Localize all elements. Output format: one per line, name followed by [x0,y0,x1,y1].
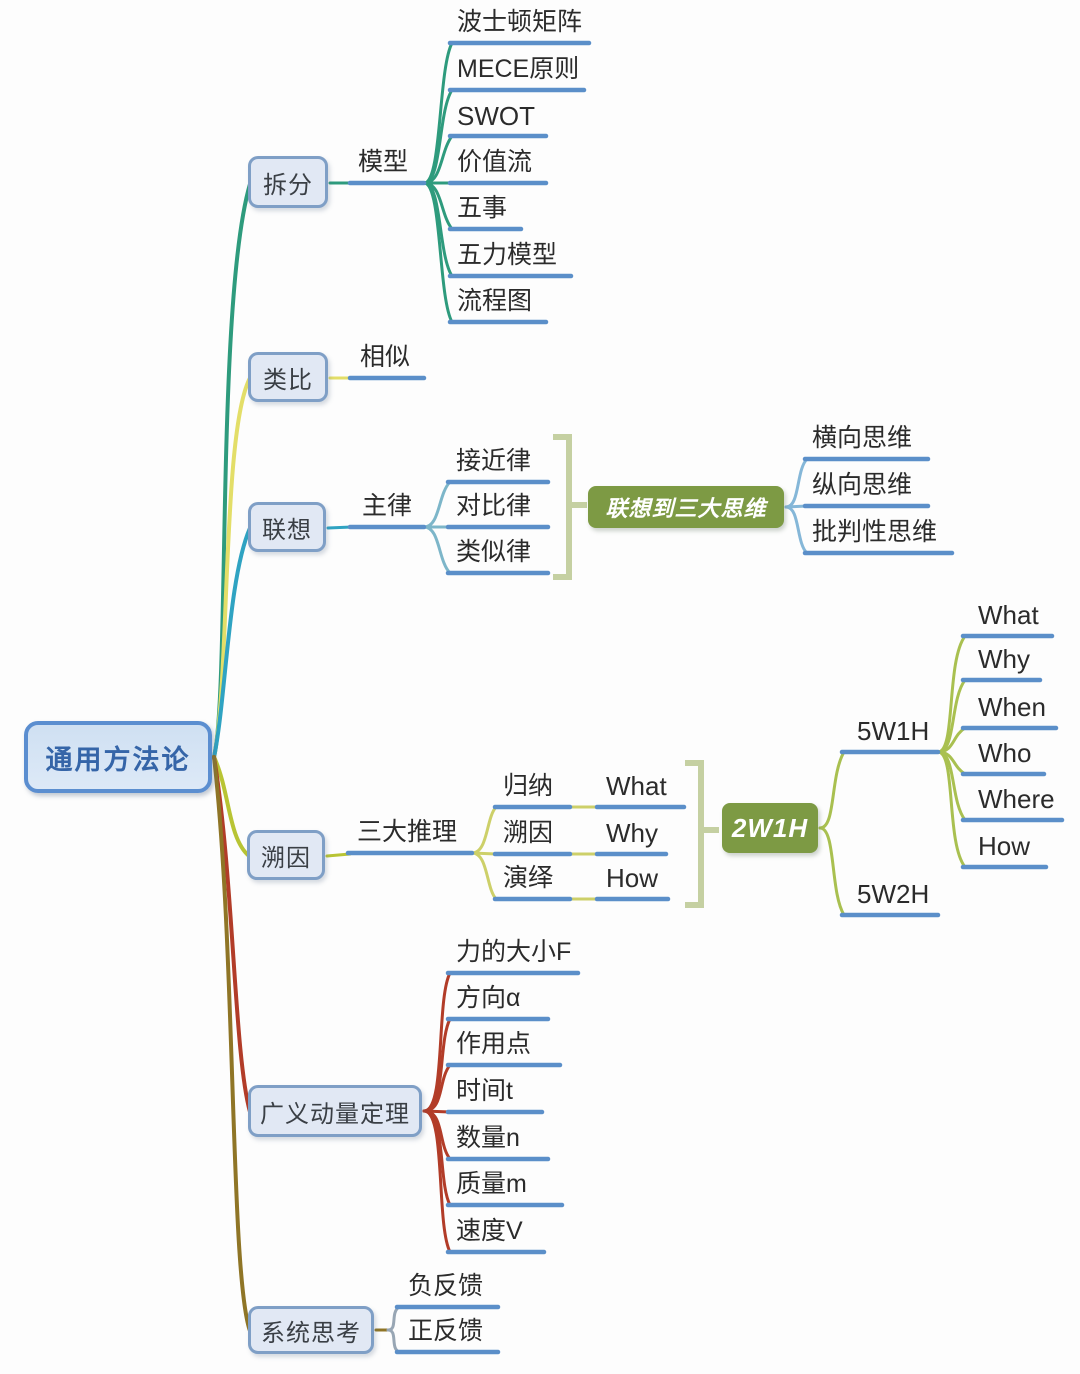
leaf-quantity[interactable]: 数量n [456,1124,520,1152]
leaf-deduction-how[interactable]: How [606,863,659,893]
leaf-5w1h-who[interactable]: Who [978,738,1032,768]
leaf-law-similarity[interactable]: 类似律 [456,538,532,566]
leaf-five-forces[interactable]: 五力模型 [457,241,558,269]
leaf-deduction[interactable]: 演绎 [503,864,554,892]
branch-split-edges [212,41,454,759]
callout-2w1h[interactable]: 2W1H [722,803,818,853]
branch-abduction-edges [212,755,352,858]
leaf-critical-thinking[interactable]: 批判性思维 [812,518,938,546]
leaf-five-matters[interactable]: 五事 [457,194,508,222]
association-fan-edges [422,480,452,575]
association-group-label[interactable]: 主律 [362,492,413,520]
branch-association[interactable]: 联想 [248,502,326,552]
central-topic[interactable]: 通用方法论 [24,721,212,793]
leaf-mass[interactable]: 质量m [456,1170,527,1198]
leaf-induction-what[interactable]: What [606,771,667,801]
branch-split[interactable]: 拆分 [248,156,328,208]
leaf-value-stream[interactable]: 价值流 [457,148,533,176]
branch-systems-edges [212,755,390,1333]
node-5w2h[interactable]: 5W2H [857,879,930,909]
brackets [553,434,719,908]
leaf-mece[interactable]: MECE原则 [457,55,580,83]
branch-association-edges [212,525,354,759]
branch-analogy-edges [212,376,354,759]
abduction-fan-edges [470,805,599,901]
leaf-direction[interactable]: 方向α [456,984,521,1012]
leaf-5w1h-when[interactable]: When [978,692,1046,722]
leaf-flowchart[interactable]: 流程图 [457,287,533,315]
leaf-similar[interactable]: 相似 [360,343,411,371]
abduction-group-label[interactable]: 三大推理 [357,818,458,846]
node-5w1h[interactable]: 5W1H [857,716,930,746]
leaf-5w1h-how[interactable]: How [978,831,1031,861]
w1h-fan-edges [818,634,967,917]
leaf-application-point[interactable]: 作用点 [456,1030,532,1058]
branch-systems[interactable]: 系统思考 [248,1306,374,1354]
split-group-label[interactable]: 模型 [358,148,409,176]
leaf-force[interactable]: 力的大小F [456,938,572,966]
leaf-5w1h-what[interactable]: What [978,600,1039,630]
leaf-vertical-thinking[interactable]: 纵向思维 [812,471,913,499]
branch-abduction[interactable]: 溯因 [247,830,325,880]
leaf-swot[interactable]: SWOT [457,101,535,131]
leaf-time[interactable]: 时间t [456,1077,513,1105]
branch-momentum[interactable]: 广义动量定理 [248,1085,422,1137]
leaf-induction[interactable]: 归纳 [503,772,554,800]
leaf-5w1h-where[interactable]: Where [978,784,1055,814]
leaf-abduction-why[interactable]: Why [606,818,658,848]
leaf-lateral-thinking[interactable]: 横向思维 [812,424,913,452]
leaf-law-contrast[interactable]: 对比律 [456,492,532,520]
leaf-boston-matrix[interactable]: 波士顿矩阵 [457,8,583,36]
leaf-5w1h-why[interactable]: Why [978,644,1030,674]
underlines [345,40,1065,1355]
leaf-abduction[interactable]: 溯因 [503,819,554,847]
leaf-velocity[interactable]: 速度V [456,1217,523,1245]
leaf-law-proximity[interactable]: 接近律 [456,447,532,475]
leaf-negative-feedback[interactable]: 负反馈 [408,1272,484,1300]
leaf-positive-feedback[interactable]: 正反馈 [408,1317,484,1345]
callout-three-thinking[interactable]: 联想到三大思维 [588,486,784,528]
branch-analogy[interactable]: 类比 [248,352,328,402]
systems-fan-edges [386,1305,401,1354]
